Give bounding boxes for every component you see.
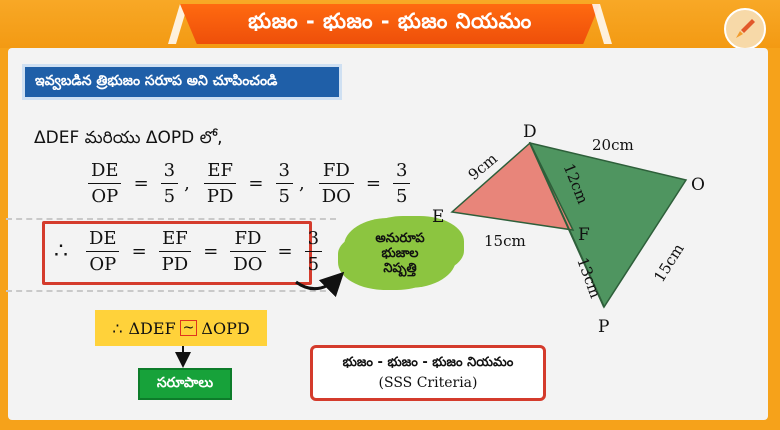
conclusion-fraction: DE OP — [86, 228, 120, 275]
triangle-def: ΔDEF — [128, 318, 176, 338]
fraction-numerator: 3 — [307, 228, 320, 249]
vertex-p: P — [598, 317, 609, 337]
curved-arrow — [295, 271, 345, 298]
fraction-numerator: DE — [89, 228, 117, 249]
ratio-de-op: DE OP — [88, 160, 122, 207]
equals-sign: = — [203, 241, 219, 262]
result-box: సరూపాలు — [138, 368, 232, 400]
separator: , — [298, 173, 305, 194]
corresponding-sides-cloud: అనురూప భుజాల నిష్పత్తి — [344, 218, 456, 288]
equals-sign: = — [277, 241, 293, 262]
equals-sign: = — [248, 173, 264, 194]
fraction-denominator: 5 — [304, 251, 323, 275]
similarity-statement: ∴ ΔDEF ~ ΔOPD — [95, 310, 267, 346]
fraction-denominator: DO — [318, 183, 354, 207]
question-box: ఇవ్వబడిన త్రిభుజం సరూప అని చూపించండి — [22, 64, 342, 100]
rule-name: భుజం - భుజం - భుజం నియమం — [342, 355, 514, 370]
fraction-numerator: 3 — [395, 160, 408, 181]
ratio-value: 3 5 — [392, 160, 411, 207]
length-op: 15cm — [650, 240, 687, 285]
rocket-icon — [736, 19, 755, 38]
cloud-line: నిష్పత్తి — [383, 260, 417, 276]
triangle-opd: ΔOPD — [201, 318, 250, 338]
triangle-def-shape — [450, 141, 575, 231]
conclusion-row: ∴ DE OP = EF PD = FD DO = 3 5 — [54, 228, 326, 275]
fraction-numerator: 3 — [163, 160, 176, 181]
fraction-denominator: OP — [86, 251, 120, 275]
intro-text: ΔDEF మరియు ΔOPD లో, — [34, 128, 223, 148]
equals-sign: = — [131, 241, 147, 262]
fraction-numerator: DE — [91, 160, 119, 181]
ratio-fd-do: FD DO — [318, 160, 354, 207]
equals-sign: = — [365, 173, 381, 194]
ratio-value: 3 5 — [160, 160, 179, 207]
cloud-line: అనురూప — [375, 230, 425, 246]
vertex-f: F — [578, 225, 590, 245]
fraction-denominator: OP — [88, 183, 122, 207]
length-do: 20cm — [592, 136, 634, 154]
therefore-symbol: ∴ — [54, 239, 68, 264]
fraction-denominator: PD — [203, 183, 237, 207]
fraction-denominator: DO — [230, 251, 266, 275]
fraction-denominator: 5 — [160, 183, 179, 207]
conclusion-box — [42, 221, 312, 285]
conclusion-fraction: EF PD — [158, 228, 192, 275]
ratio-ef-pd: EF PD — [203, 160, 237, 207]
rule-criteria: (SSS Criteria) — [378, 375, 478, 391]
ratio-value: 3 5 — [275, 160, 293, 207]
therefore-symbol: ∴ — [112, 318, 123, 338]
ratio-row: DE OP = 3 5 , EF PD = 3 5 , FD DO = 3 5 — [84, 160, 414, 207]
question-text: ఇవ్వబడిన త్రిభుజం సరూప అని చూపించండి — [35, 72, 278, 89]
result-label: సరూపాలు — [156, 374, 214, 391]
title-ribbon: భుజం - భుజం - భుజం నియమం — [180, 4, 600, 44]
fraction-numerator: 3 — [278, 160, 290, 181]
rule-box: భుజం - భుజం - భుజం నియమం (SSS Criteria) — [310, 345, 546, 401]
fraction-numerator: EF — [162, 228, 188, 249]
vertex-o: O — [691, 175, 705, 195]
page-title: భుజం - భుజం - భుజం నియమం — [248, 9, 532, 33]
highlight-guide — [6, 218, 336, 292]
logo — [724, 8, 766, 50]
length-ef: 15cm — [484, 232, 526, 250]
conclusion-fraction: 3 5 — [304, 228, 323, 275]
fraction-numerator: EF — [207, 160, 233, 181]
vertex-e: E — [432, 207, 444, 227]
fraction-denominator: PD — [158, 251, 192, 275]
conclusion-fraction: FD DO — [230, 228, 266, 275]
cloud-line: భుజాల — [381, 245, 419, 261]
fraction-numerator: FD — [322, 160, 350, 181]
segment-dp — [529, 142, 605, 308]
vertex-d: D — [523, 122, 537, 142]
similar-symbol: ~ — [179, 320, 198, 336]
fraction-denominator: 5 — [392, 183, 411, 207]
separator: , — [184, 173, 190, 194]
equals-sign: = — [133, 173, 149, 194]
fraction-numerator: FD — [234, 228, 262, 249]
fraction-denominator: 5 — [275, 183, 293, 207]
